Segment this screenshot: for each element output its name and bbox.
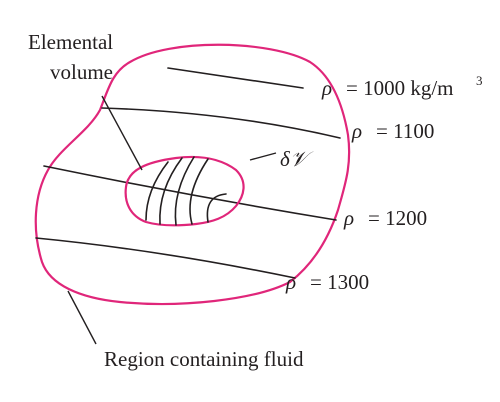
density-label-1100: = 1100 [376,119,434,143]
isoline-1300 [35,237,296,279]
density-label-1300: = 1300 [310,270,369,294]
isoline-1200 [43,165,337,221]
elemental-volume-label-line2: volume [50,60,113,84]
rho-symbol-1200: ρ [343,206,354,230]
fluid-region-boundary [34,43,351,306]
rho-symbol-1300: ρ [285,270,296,294]
elemental-volume-boundary [124,155,245,227]
isoline-1000 [167,67,304,89]
isoline-1100 [101,107,341,139]
rho-symbol-1000: ρ [321,76,332,100]
rho-symbol-1100: ρ [351,119,362,143]
hatch-line-5 [206,193,227,223]
elemental-volume-leader [101,95,143,171]
delta-v-label: δ𝒱 [280,147,314,171]
hatch-line-1 [145,161,169,221]
density-label-1000: = 1000 kg/m [346,76,454,100]
hatch-line-2 [159,157,183,225]
density-label-1200: = 1200 [368,206,427,230]
hatch-line-4 [189,158,209,225]
hatch-line-3 [174,156,195,226]
region-label: Region containing fluid [104,347,304,371]
density-unit-exponent: 3 [476,73,483,88]
elemental-volume-label-line1: Elemental [28,30,113,54]
region-leader [67,290,97,345]
delta-v-leader [249,152,277,161]
